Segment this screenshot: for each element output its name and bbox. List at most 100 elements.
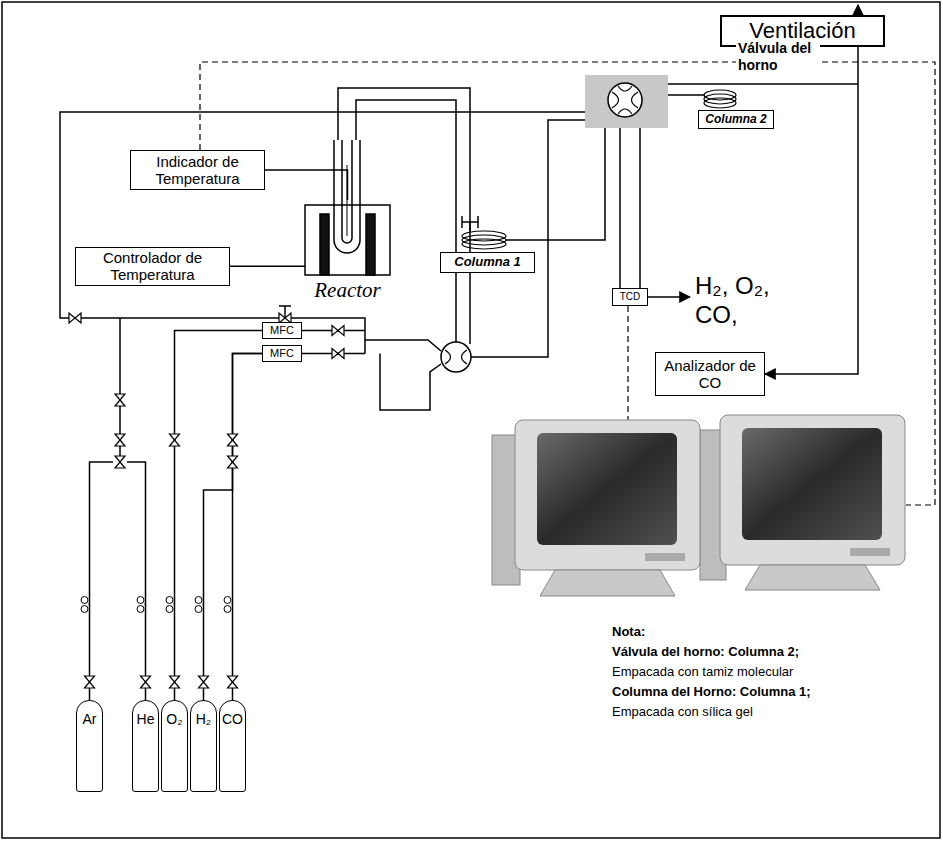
gas-piping <box>506 128 605 240</box>
cylinder-valves <box>195 597 204 613</box>
four-port-valve <box>441 342 471 372</box>
computer-right <box>700 415 905 590</box>
column-coils <box>462 90 736 249</box>
gas-piping <box>469 222 471 232</box>
gas-piping <box>60 5 858 700</box>
node-text: Ar <box>83 711 97 727</box>
gas-piping <box>90 462 114 700</box>
note-text: Columna del Horno: Columna 1; <box>612 684 912 700</box>
cylinder-valves <box>85 676 95 688</box>
cylinder-valves <box>81 597 90 613</box>
gas-piping <box>380 354 441 411</box>
column-coils <box>462 239 506 249</box>
pipe-connector <box>175 331 263 701</box>
gas-cylinder: H₂ <box>190 700 217 792</box>
note-text: Válvula del horno: Columna 2; <box>612 644 912 660</box>
cylinder-valves <box>115 456 125 468</box>
four-port-valve <box>445 350 467 364</box>
column-coils <box>704 98 736 108</box>
oven-valve <box>585 75 668 128</box>
pipe-connector <box>265 170 348 200</box>
computer-right <box>720 415 905 565</box>
detector-box: TCD <box>612 288 648 306</box>
gas-piping <box>640 83 858 85</box>
node-text: Columna 2 <box>705 113 766 127</box>
gas-piping <box>127 462 146 700</box>
valve-label: Válvula del horno <box>736 40 820 74</box>
line-valves <box>69 306 344 359</box>
note-text: Empacada con tamiz molecular <box>612 664 912 680</box>
cylinder-valves <box>170 676 180 688</box>
pipe-connector <box>204 354 263 701</box>
reactor: Reactor <box>305 200 390 302</box>
node-text: He <box>137 711 155 727</box>
indicator-box: Indicador de Temperatura <box>130 150 265 190</box>
gas-cylinder: O₂ <box>161 700 188 792</box>
gas-piping <box>648 296 690 298</box>
analyzer-box: Analizador de CO <box>655 352 765 396</box>
gas-piping <box>619 128 621 288</box>
pipe-connector <box>765 47 858 374</box>
line-valves <box>69 313 81 323</box>
detector-output: H₂, O₂, CO, <box>695 272 810 330</box>
computer-left <box>540 570 675 596</box>
node-text: Analizador de CO <box>659 357 761 392</box>
node-text: MFC <box>270 347 294 360</box>
computer-right <box>850 548 890 556</box>
cylinder-valves <box>199 676 209 688</box>
node-text: H₂ <box>196 711 212 727</box>
cylinder-valves <box>170 434 180 446</box>
reactor-furnace <box>366 214 375 275</box>
computer-left <box>537 433 677 545</box>
cylinder-valves <box>81 394 238 688</box>
line-valves <box>279 306 291 318</box>
computer-left <box>492 420 700 596</box>
line-valves <box>332 326 344 336</box>
node-text: Columna 1 <box>454 255 520 270</box>
node-text: Controlador de Temperatura <box>79 249 226 284</box>
node-text: MFC <box>270 324 294 337</box>
gas-piping <box>60 112 585 318</box>
node-text: Indicador de Temperatura <box>134 153 261 188</box>
gas-piping <box>356 100 456 342</box>
cylinder-valves <box>115 434 125 446</box>
gas-cylinder: CO <box>219 700 246 792</box>
signal-lines <box>627 306 628 420</box>
node-text: TCD <box>620 291 641 303</box>
cylinder-valves <box>137 597 146 613</box>
pipe-connector <box>233 354 263 701</box>
gas-piping <box>857 5 859 15</box>
gas-cylinder: He <box>132 700 159 792</box>
gas-piping <box>639 128 641 288</box>
gas-cylinder: Ar <box>76 700 103 792</box>
flow-controller: MFC <box>262 322 302 339</box>
note-text: Empacada con sílica gel <box>612 704 912 720</box>
gas-piping <box>365 340 441 351</box>
computer-right <box>742 428 882 540</box>
cylinder-valves <box>166 597 175 613</box>
cylinder-valves <box>115 394 125 406</box>
oven-valve <box>612 86 638 114</box>
note-text: Nota: <box>612 624 912 640</box>
line-valves <box>332 349 344 359</box>
column-coils <box>462 216 478 228</box>
node-text: O₂ <box>166 711 182 727</box>
column-label: Columna 1 <box>440 252 535 273</box>
controller-box: Controlador de Temperatura <box>75 247 230 286</box>
cylinder-valves <box>228 434 238 446</box>
computer-right <box>745 565 880 590</box>
cylinder-valves <box>228 676 238 688</box>
reactor-furnace <box>305 140 390 275</box>
reactor-furnace <box>320 214 329 275</box>
pipe-connector <box>230 266 305 268</box>
cylinder-valves <box>224 597 233 613</box>
oven-valve <box>608 83 642 117</box>
computers <box>492 415 905 596</box>
oven-valve <box>585 75 668 128</box>
column-label: Columna 2 <box>698 110 774 129</box>
cylinder-valves <box>141 676 151 688</box>
cylinder-valves <box>228 456 238 468</box>
four-port-valve <box>441 342 471 372</box>
